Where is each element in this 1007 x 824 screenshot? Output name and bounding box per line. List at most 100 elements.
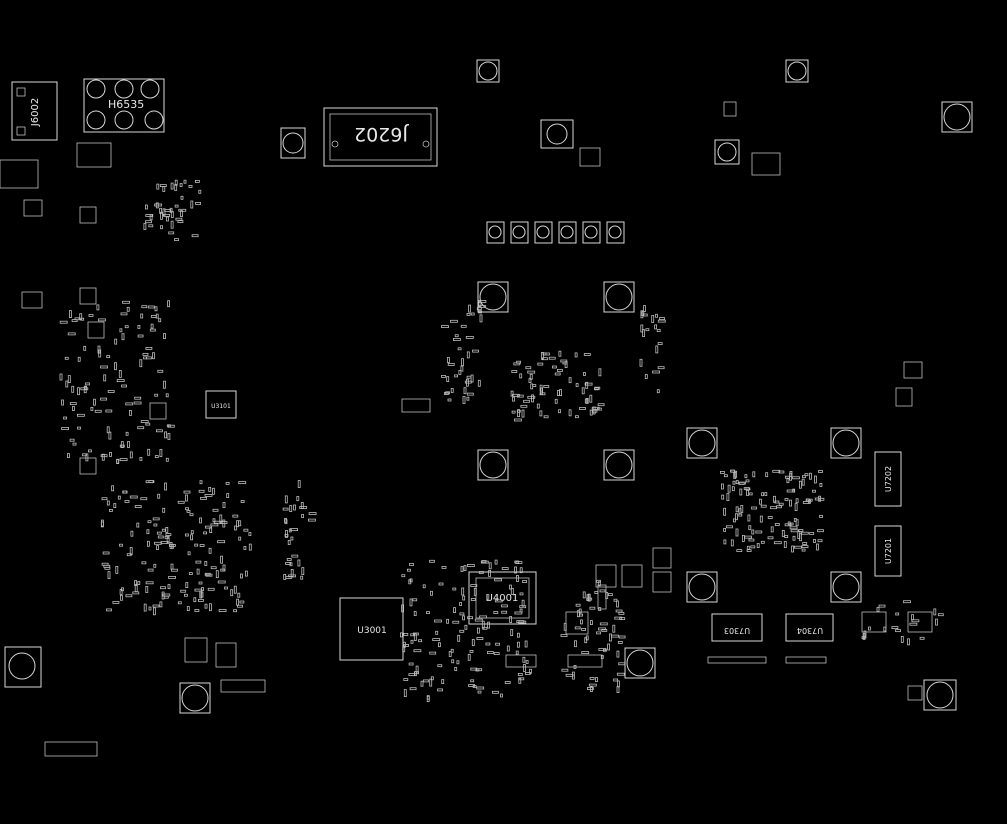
smd-pad xyxy=(539,410,543,417)
chip-u7303[interactable]: U7303 xyxy=(711,613,763,642)
smd-pad xyxy=(161,591,165,600)
smd-pad xyxy=(601,629,608,632)
smd-pad xyxy=(598,648,607,651)
smd-pad xyxy=(238,520,242,527)
smd-pad xyxy=(208,486,212,492)
smd-pad xyxy=(233,609,238,613)
smd-pad xyxy=(114,362,117,371)
chip-u7202[interactable]: U7202 xyxy=(874,451,902,507)
smd-pad xyxy=(418,639,423,643)
smd-pad xyxy=(102,551,110,555)
smd-pad xyxy=(187,551,191,556)
smd-pad xyxy=(611,634,619,638)
smd-pad xyxy=(486,594,490,601)
smd-pad xyxy=(584,382,593,386)
smd-pad xyxy=(186,509,191,513)
smd-pad xyxy=(812,489,816,493)
smd-pad xyxy=(519,567,523,574)
smd-pad xyxy=(907,638,910,646)
smd-pad xyxy=(895,612,900,616)
smd-pad xyxy=(730,539,734,547)
mounting-hole-h6535[interactable]: H6535 xyxy=(83,78,165,133)
smd-pad xyxy=(121,587,124,592)
chip-u3101[interactable]: U3101 xyxy=(205,390,237,419)
smd-pad xyxy=(617,641,623,644)
smd-pad xyxy=(784,523,792,527)
smd-pad xyxy=(109,508,113,512)
smd-pad xyxy=(789,470,793,477)
smd-pad xyxy=(297,480,301,488)
smd-pad xyxy=(488,562,492,570)
smd-pad xyxy=(217,540,226,544)
smd-pad xyxy=(528,378,532,384)
smd-pad xyxy=(750,545,756,549)
smd-pad xyxy=(180,195,184,200)
smd-pad xyxy=(166,424,171,428)
smd-pad xyxy=(124,325,129,329)
smd-pad xyxy=(756,543,760,548)
smd-pad xyxy=(760,540,765,544)
smd-pad xyxy=(237,592,241,598)
smd-pad xyxy=(174,184,178,191)
smd-pad xyxy=(113,503,117,509)
smd-pad xyxy=(863,630,867,639)
smd-pad xyxy=(449,319,458,323)
smd-pad xyxy=(160,586,166,590)
smd-pad xyxy=(618,662,626,666)
smd-pad xyxy=(239,573,243,579)
smd-pad xyxy=(462,615,466,621)
smd-pad xyxy=(506,645,510,652)
smd-pad xyxy=(554,398,558,404)
chip-u7304[interactable]: U7304 xyxy=(785,613,834,642)
smd-pad xyxy=(212,508,219,512)
smd-pad xyxy=(289,562,293,567)
smd-pad xyxy=(515,650,519,655)
smd-pad xyxy=(537,362,544,366)
smd-pad xyxy=(77,426,81,430)
smd-pad xyxy=(511,370,518,373)
smd-pad xyxy=(203,531,208,535)
smd-pad xyxy=(764,492,768,496)
smd-pad xyxy=(168,544,176,547)
smd-pad xyxy=(297,559,301,567)
smd-pad xyxy=(219,514,223,523)
smd-pad xyxy=(751,529,755,535)
chip-u4001[interactable]: U4001 xyxy=(468,571,537,625)
smd-pad xyxy=(895,629,901,632)
smd-pad xyxy=(450,388,454,393)
smd-pad xyxy=(97,345,101,354)
smd-pad xyxy=(640,324,644,333)
smd-pad xyxy=(63,416,67,420)
smd-pad xyxy=(585,397,589,404)
smd-pad xyxy=(598,607,602,611)
smd-pad xyxy=(654,324,657,330)
chip-u7201[interactable]: U7201 xyxy=(874,525,902,577)
smd-pad xyxy=(519,608,523,613)
smd-pad xyxy=(469,650,474,653)
smd-pad xyxy=(818,497,825,501)
smd-pad xyxy=(479,615,488,619)
connector-j6202[interactable]: J6202 xyxy=(323,107,438,167)
smd-pad xyxy=(121,333,125,341)
smd-pad xyxy=(403,678,409,681)
smd-pad xyxy=(164,482,168,491)
smd-pad xyxy=(119,444,125,448)
smd-pad xyxy=(406,568,411,572)
smd-pad xyxy=(129,495,138,499)
smd-pad xyxy=(657,342,663,346)
smd-pad xyxy=(720,470,725,474)
smd-pad xyxy=(199,517,202,524)
component-outline xyxy=(215,642,237,668)
smd-pad xyxy=(530,383,534,390)
chip-u3001[interactable]: U3001 xyxy=(339,597,404,661)
smd-pad xyxy=(198,581,203,585)
smd-pad xyxy=(474,618,483,622)
smd-pad xyxy=(558,409,561,414)
connector-j6002[interactable]: J6002 xyxy=(11,81,58,141)
smd-pad xyxy=(186,606,190,611)
smd-pad xyxy=(83,345,87,351)
smd-pad xyxy=(818,495,821,502)
component-outline xyxy=(76,142,112,168)
smd-pad xyxy=(85,453,89,462)
smd-pad xyxy=(61,399,64,406)
